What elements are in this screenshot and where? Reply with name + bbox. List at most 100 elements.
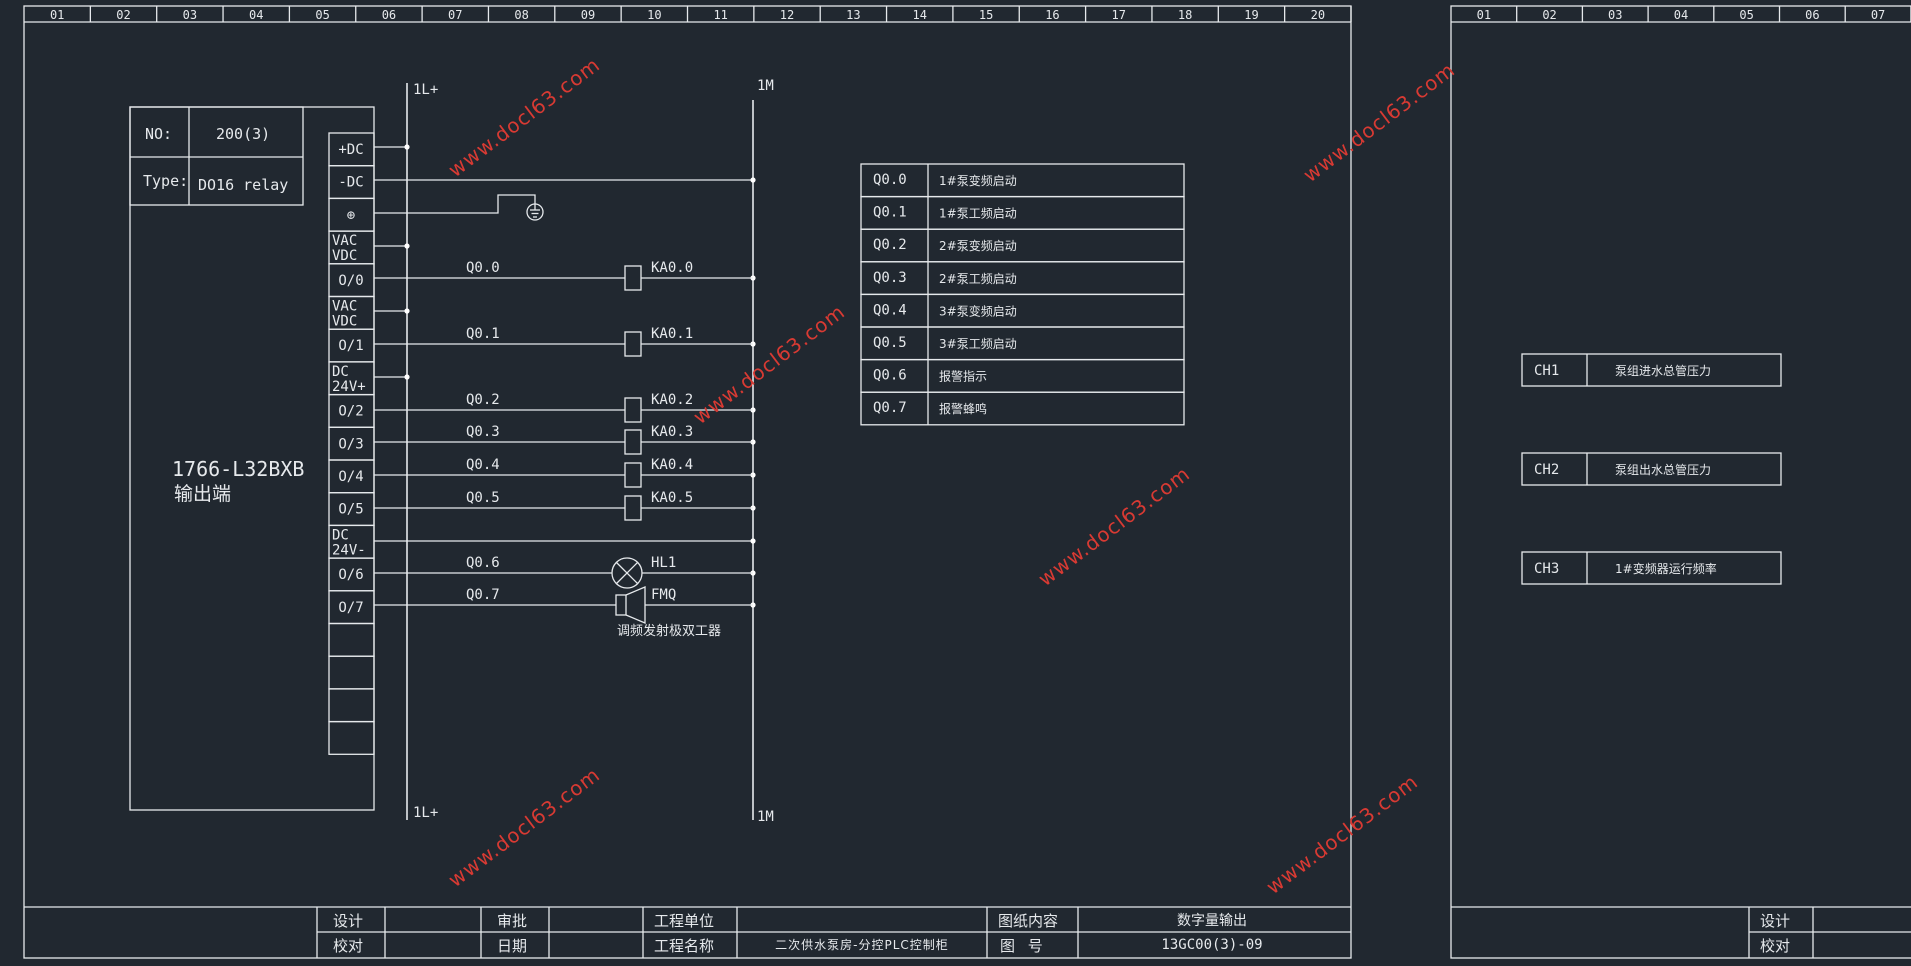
terminal-label: O/4 xyxy=(338,469,363,485)
terminal xyxy=(328,720,375,755)
ruler-cell: 07 xyxy=(448,8,462,22)
title-approve-label: 审批 xyxy=(497,912,527,930)
terminal-label: DC xyxy=(332,364,349,380)
ruler-cell: 13 xyxy=(846,8,860,22)
title-content-label: 图纸内容 xyxy=(998,912,1058,930)
io-address: Q0.2 xyxy=(873,237,907,253)
terminal-label: O/2 xyxy=(338,404,363,420)
module-model: 1766-L32BXB xyxy=(172,457,304,481)
circuit-row: Q0.3 KA0.3 xyxy=(374,424,756,455)
ruler-cell: 15 xyxy=(979,8,993,22)
terminal-label: -DC xyxy=(338,175,363,191)
io-address: Q0.1 xyxy=(873,205,907,221)
module-type-value: DO16 relay xyxy=(198,176,288,194)
terminal-label-2: 24V+ xyxy=(332,379,366,395)
terminal-label: O/6 xyxy=(338,567,363,583)
module-type-label: Type: xyxy=(143,172,188,190)
title-project-label: 工程名称 xyxy=(654,937,714,955)
channel-description: 泵组进水总管压力 xyxy=(1615,363,1711,378)
ruler-cell: 03 xyxy=(183,8,197,22)
ruler-cell: 10 xyxy=(647,8,661,22)
terminal-label-2: VDC xyxy=(332,248,357,264)
ruler-cell: 18 xyxy=(1178,8,1192,22)
terminal-label: O/5 xyxy=(338,502,363,518)
io-table-row: Q0.5 3#泵工频启动 xyxy=(860,326,1185,361)
relay-coil-icon xyxy=(624,495,642,521)
circuit-address: Q0.3 xyxy=(466,424,500,440)
circuit-device: KA0.3 xyxy=(651,424,693,440)
module-no-label: NO: xyxy=(145,125,172,143)
bus-right-bottom-label: 1M xyxy=(757,809,774,825)
circuit-address: Q0.5 xyxy=(466,490,500,506)
io-address: Q0.0 xyxy=(873,172,907,188)
ruler-cell: 01 xyxy=(50,8,64,22)
circuit-row: Q0.7 FMQ xyxy=(374,586,756,624)
terminal-label: VAC xyxy=(332,233,357,249)
watermark: www.docl63.com xyxy=(444,52,605,182)
circuit-device: HL1 xyxy=(651,555,676,571)
circuit-device: FMQ xyxy=(651,587,676,603)
title-date-label: 日期 xyxy=(497,937,527,955)
relay-coil-icon xyxy=(624,331,642,357)
circuit-device: KA0.4 xyxy=(651,457,693,473)
io-table-row: Q0.0 1#泵变频启动 xyxy=(860,163,1185,198)
io-description: 1#泵工频启动 xyxy=(939,207,1017,221)
circuit-device: KA0.5 xyxy=(651,490,693,506)
io-description: 3#泵工频启动 xyxy=(939,337,1017,351)
circuit-address: Q0.2 xyxy=(466,392,500,408)
channel-id: CH1 xyxy=(1534,363,1559,379)
ruler-cell: 05 xyxy=(1739,8,1753,22)
title-block: 设计 校对 审批 日期 工程单位 工程名称 二次供水泵房-分控PLC控制柜 图纸… xyxy=(24,906,1911,958)
circuit-device: KA0.0 xyxy=(651,260,693,276)
watermark: www.docl63.com xyxy=(1299,57,1460,187)
ruler-cell: 20 xyxy=(1311,8,1325,22)
title-project-value: 二次供水泵房-分控PLC控制柜 xyxy=(775,937,949,952)
right-title-check-label: 校对 xyxy=(1760,937,1790,955)
terminal-label: O/3 xyxy=(338,436,363,452)
watermark: www.docl63.com xyxy=(689,299,850,429)
circuit-address: Q0.7 xyxy=(466,587,500,603)
terminal-label: O/0 xyxy=(338,273,363,289)
channel-description: 1#变频器运行频率 xyxy=(1615,561,1717,576)
module-no-value: 200(3) xyxy=(216,125,270,143)
ruler-cell: 17 xyxy=(1112,8,1126,22)
title-content-value: 数字量输出 xyxy=(1177,913,1247,929)
terminal-label: O/7 xyxy=(338,600,363,616)
title-unit-label: 工程单位 xyxy=(654,912,714,930)
ruler-cell: 05 xyxy=(315,8,329,22)
terminal xyxy=(328,622,375,657)
io-description: 1#泵变频启动 xyxy=(939,173,1017,188)
power-wiring xyxy=(374,144,756,544)
relay-coil-icon xyxy=(624,462,642,488)
ruler-cell: 04 xyxy=(1674,8,1688,22)
io-description: 2#泵变频启动 xyxy=(939,238,1017,253)
io-table-row: Q0.1 1#泵工频启动 xyxy=(860,195,1185,230)
ruler-cell: 02 xyxy=(1542,8,1556,22)
relay-coil-icon xyxy=(624,429,642,455)
terminal-label: O/1 xyxy=(338,338,363,354)
io-address: Q0.4 xyxy=(873,302,907,318)
ruler-cell: 04 xyxy=(249,8,263,22)
ruler-cell: 07 xyxy=(1871,8,1885,22)
ruler-cell: 12 xyxy=(780,8,794,22)
terminal-label: VAC xyxy=(332,299,357,315)
terminal-label-2: VDC xyxy=(332,314,357,330)
io-description: 3#泵变频启动 xyxy=(939,303,1017,318)
terminal-label: +DC xyxy=(338,142,363,158)
channel-id: CH2 xyxy=(1534,462,1559,478)
io-address: Q0.5 xyxy=(873,335,907,351)
io-table-row: Q0.4 3#泵变频启动 xyxy=(860,293,1185,328)
io-description: 报警指示 xyxy=(939,369,987,384)
ruler-cell: 03 xyxy=(1608,8,1622,22)
title-number-value: 13GC00(3)-09 xyxy=(1161,937,1262,953)
